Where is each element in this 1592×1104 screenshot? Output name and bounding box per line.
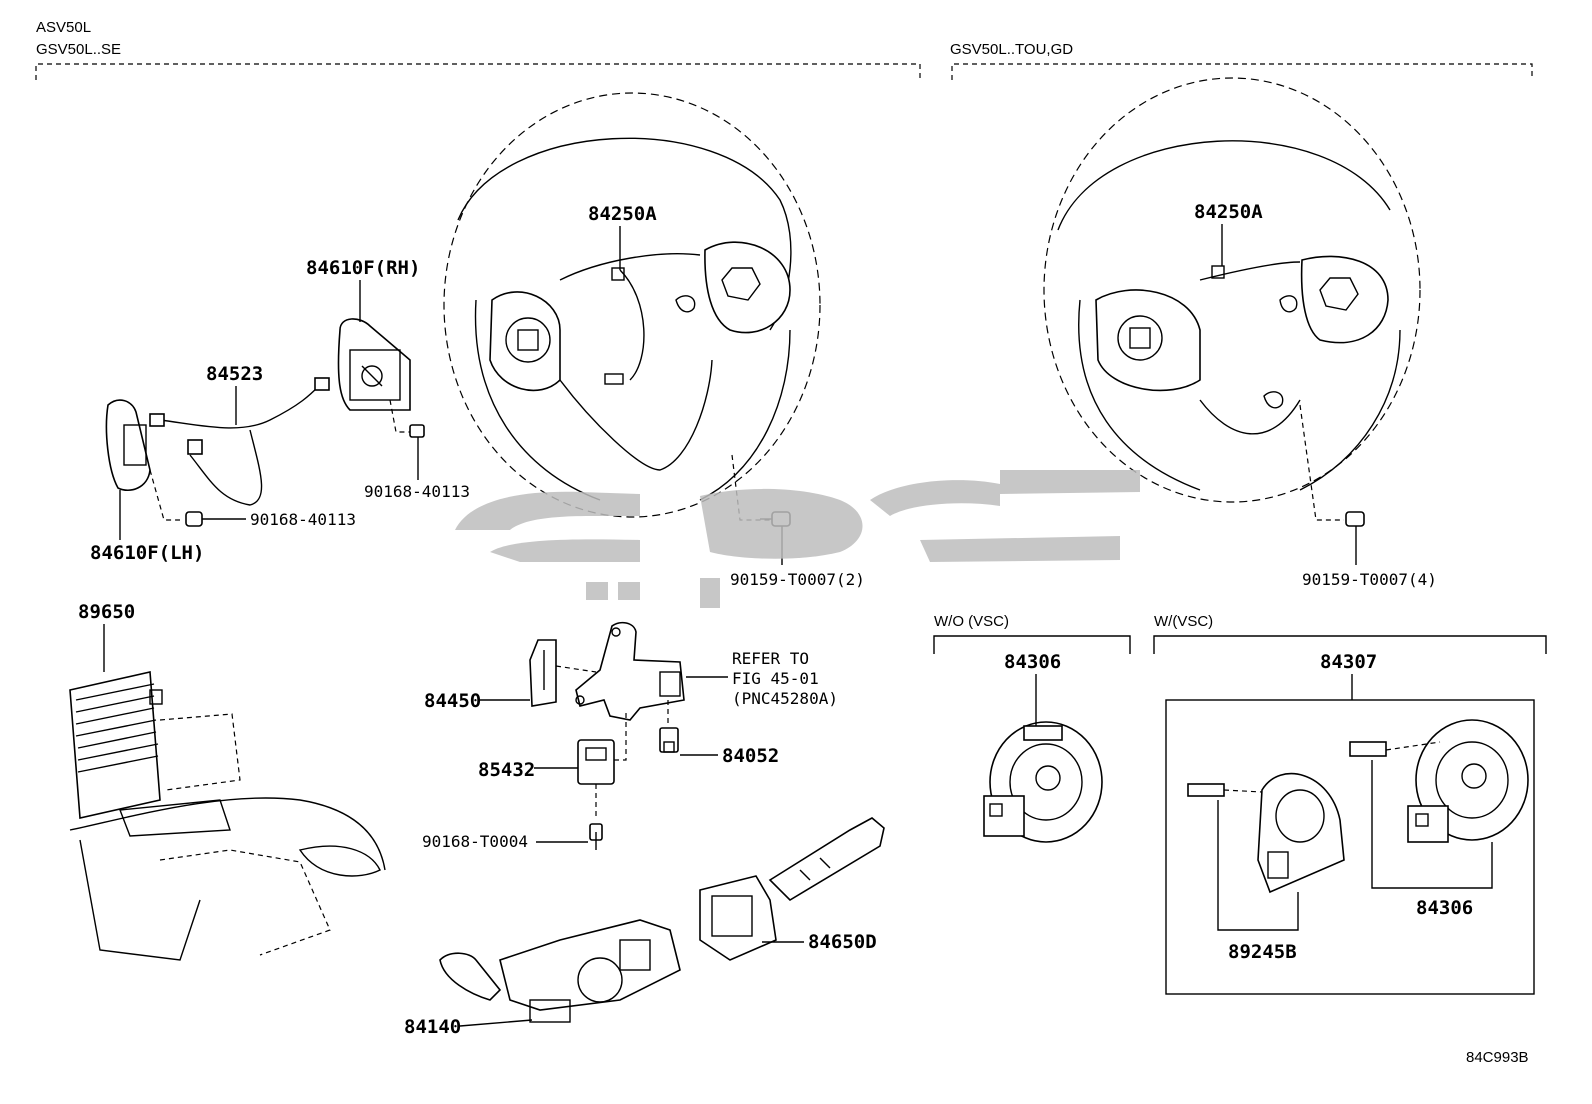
label-84306-b: 84306 xyxy=(1416,897,1473,919)
label-90159-T0007-4: 90159-T0007(4) xyxy=(1302,570,1437,589)
label-90159-T0007-2: 90159-T0007(2) xyxy=(730,570,865,589)
group-w-vsc: W/(VSC) xyxy=(1153,613,1547,995)
label-90168-40113-a: 90168-40113 xyxy=(364,482,470,501)
header-right: GSV50L..TOU,GD xyxy=(950,41,1533,80)
label-84140: 84140 xyxy=(404,1016,461,1038)
label-w-vsc: W/(VSC) xyxy=(1154,613,1213,630)
sensor-89650 xyxy=(69,671,386,961)
switch-84140 xyxy=(439,919,681,1023)
refer-line-2: FIG 45-01 xyxy=(732,669,819,688)
label-84650D: 84650D xyxy=(808,931,877,953)
header-left: ASV50L GSV50L..SE xyxy=(35,19,921,80)
header-right-model: GSV50L..TOU,GD xyxy=(950,41,1073,58)
label-84307: 84307 xyxy=(1320,651,1377,673)
paddle-rh-84610F xyxy=(337,318,411,411)
label-84052: 84052 xyxy=(722,745,779,767)
spiral-cable-84306-b xyxy=(1349,719,1529,843)
lock-assembly xyxy=(575,621,685,721)
figure-code: 84C993B xyxy=(1466,1049,1529,1066)
label-85432: 85432 xyxy=(478,759,535,781)
label-84610F-LH: 84610F(LH) xyxy=(90,542,204,564)
label-84523: 84523 xyxy=(206,363,263,385)
bolt-90159-right xyxy=(1299,404,1365,565)
wire-harness-84523 xyxy=(149,377,330,506)
label-84250A-left: 84250A xyxy=(588,203,657,225)
spiral-cable-84306-a xyxy=(983,721,1103,843)
steering-wheel-left xyxy=(443,92,821,518)
paddle-lh-84610F xyxy=(105,399,151,492)
label-wo-vsc: W/O (VSC) xyxy=(934,613,1009,630)
screw-90168-40113-b xyxy=(149,469,246,527)
assembly-box-84307 xyxy=(1165,699,1535,995)
part-84052 xyxy=(659,700,679,753)
label-84450: 84450 xyxy=(424,690,481,712)
right-bracket xyxy=(951,63,1533,80)
screw-90168-40113-a xyxy=(389,399,425,480)
part-84450 xyxy=(529,639,597,707)
switch-84650D xyxy=(699,817,885,961)
label-84250A-right: 84250A xyxy=(1194,201,1263,223)
refer-line-1: REFER TO xyxy=(732,649,809,668)
refer-line-3: (PNC45280A) xyxy=(732,689,838,708)
label-89650: 89650 xyxy=(78,601,135,623)
header-left-model-2: GSV50L..SE xyxy=(36,41,121,58)
label-89245B: 89245B xyxy=(1228,941,1297,963)
sensor-89245B xyxy=(1187,772,1345,894)
label-84306-a: 84306 xyxy=(1004,651,1061,673)
steering-wheel-right xyxy=(1043,77,1421,503)
header-left-model-1: ASV50L xyxy=(36,19,91,36)
label-90168-40113-b: 90168-40113 xyxy=(250,510,356,529)
group-wo-vsc: W/O (VSC) xyxy=(933,613,1131,654)
part-85432 xyxy=(577,712,627,820)
label-84610F-RH: 84610F(RH) xyxy=(306,257,420,279)
left-bracket xyxy=(35,63,921,80)
label-90168-T0004: 90168-T0004 xyxy=(422,832,528,851)
watermark-logo xyxy=(455,470,1140,608)
screw-90168-T0004 xyxy=(589,823,603,850)
